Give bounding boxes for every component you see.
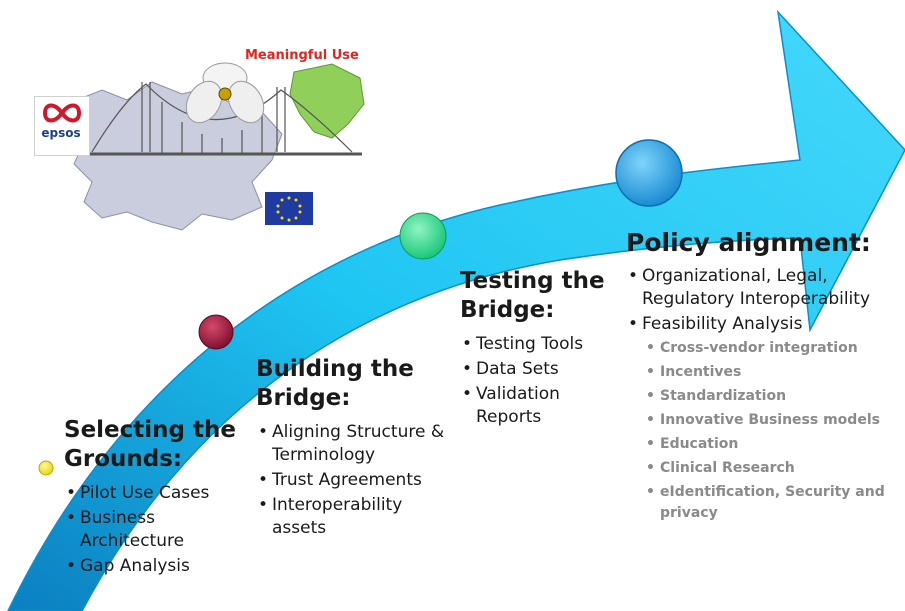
list-item: Gap Analysis: [64, 555, 239, 578]
trillium-flower: [185, 62, 265, 124]
europe-map: [69, 81, 283, 231]
bridge-drawing: [82, 82, 362, 156]
stage-building-bridge: Building the Bridge: Aligning Structure …: [256, 355, 456, 542]
list-item: Validation Reports: [460, 383, 610, 429]
stage-items: Pilot Use Cases Business Architecture Ga…: [64, 482, 239, 578]
stage-title: Selecting the Grounds:: [64, 417, 236, 472]
north-america-map: [289, 63, 365, 139]
stage-items: Aligning Structure & Terminology Trust A…: [256, 421, 456, 540]
list-item: Organizational, Legal, Regulatory Intero…: [626, 265, 905, 311]
sub-list-item: Clinical Research: [644, 458, 905, 479]
milestone-dot-testing: [399, 212, 447, 260]
sub-list-item: Standardization: [644, 386, 905, 407]
sub-list-item: Incentives: [644, 362, 905, 383]
milestone-dot-policy: [615, 139, 683, 207]
milestone-dot-building: [198, 314, 234, 350]
sub-list-item: eIdentification, Security and privacy: [644, 482, 905, 524]
list-item: Interoperability assets: [256, 494, 456, 540]
stage-title: Testing the Bridge:: [460, 268, 605, 323]
list-item: Feasibility Analysis: [626, 313, 905, 336]
sub-list-item: Education: [644, 434, 905, 455]
list-item: Pilot Use Cases: [64, 482, 239, 505]
bridge-collage-image: [69, 62, 365, 231]
epsos-logo-text: epsos: [41, 126, 81, 140]
list-item: Aligning Structure & Terminology: [256, 421, 456, 467]
epsos-logo: [34, 96, 90, 156]
meaningful-use-label: Meaningful Use: [245, 48, 359, 63]
stage-items: Organizational, Legal, Regulatory Intero…: [626, 265, 905, 524]
stage-testing-bridge: Testing the Bridge: Testing Tools Data S…: [460, 267, 610, 431]
stage-title: Building the Bridge:: [256, 356, 414, 411]
epsos-infinity-icon: [42, 103, 82, 123]
eu-flag: [265, 192, 313, 225]
list-item: Trust Agreements: [256, 469, 456, 492]
sub-list-item: Cross-vendor integration: [644, 338, 905, 359]
milestone-dot-selecting: [38, 460, 54, 476]
stage-items: Testing Tools Data Sets Validation Repor…: [460, 333, 610, 429]
list-item: Testing Tools: [460, 333, 610, 356]
stage-title: Policy alignment:: [626, 228, 871, 257]
stage-policy-alignment: Policy alignment: Organizational, Legal,…: [626, 228, 905, 527]
sub-list-item: Innovative Business models: [644, 410, 905, 431]
list-item: Business Architecture: [64, 507, 239, 553]
list-item: Data Sets: [460, 358, 610, 381]
stage-selecting-grounds: Selecting the Grounds: Pilot Use Cases B…: [64, 416, 239, 580]
